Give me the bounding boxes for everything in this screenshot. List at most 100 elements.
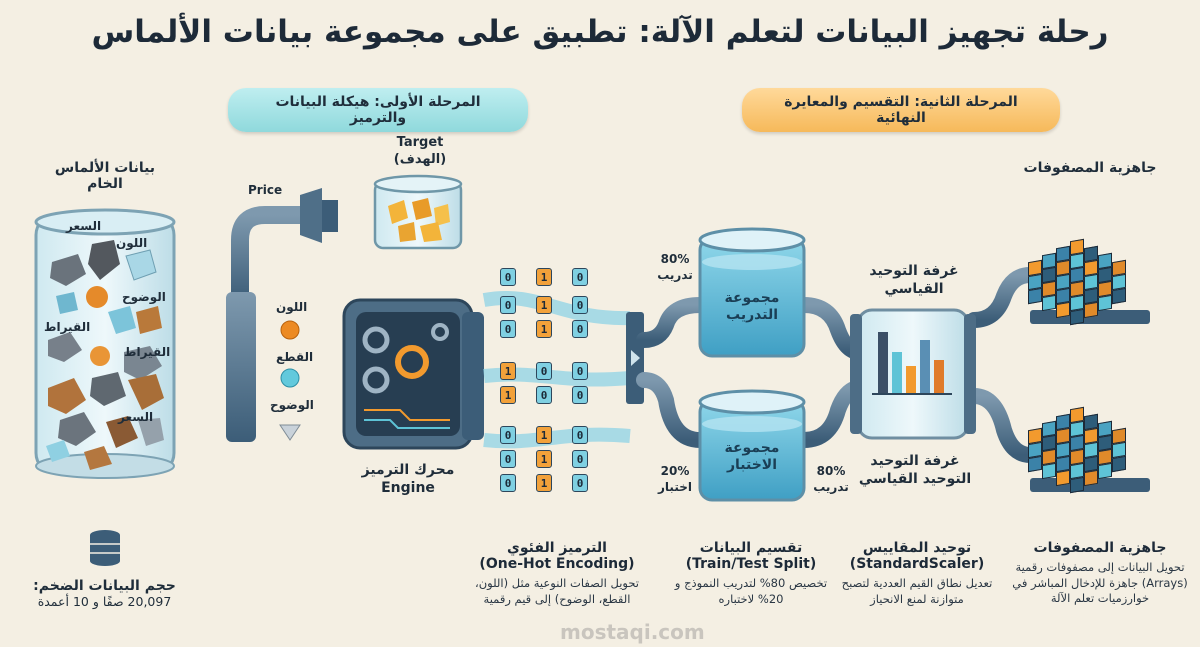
- split-gate: [626, 312, 644, 404]
- bit-cell: 0: [500, 450, 516, 468]
- bit-cell: 1: [536, 450, 552, 468]
- array-cube: [1084, 469, 1098, 487]
- bit-cell: 0: [572, 474, 588, 492]
- bit-cell: 0: [572, 362, 588, 380]
- array-cube: [1070, 308, 1084, 326]
- raw-label-price: السعر: [66, 219, 102, 233]
- bit-cell: 0: [536, 386, 552, 404]
- array-cube: [1028, 427, 1042, 445]
- array-cube: [1084, 287, 1098, 305]
- bit-cell: 0: [572, 320, 588, 338]
- array-cube: [1070, 476, 1084, 494]
- arrays-top-label: جاهزية المصفوفات: [1023, 160, 1157, 176]
- caption-encoding: الترميز الفئوي (One-Hot Encoding) تحويل …: [475, 540, 639, 606]
- array-cube: [1112, 287, 1126, 305]
- bit-cell: 0: [536, 362, 552, 380]
- array-cube: [1042, 294, 1056, 312]
- array-cube: [1084, 441, 1098, 459]
- train-tank: [698, 227, 806, 358]
- array-cube: [1070, 448, 1084, 466]
- bit-cell: 0: [500, 320, 516, 338]
- array-cube: [1098, 266, 1112, 284]
- input-pipes: [165, 206, 349, 430]
- array-cube: [1028, 287, 1042, 305]
- array-cube: [1056, 455, 1070, 473]
- test-tank: [698, 389, 806, 502]
- bit-cell: 0: [500, 474, 516, 492]
- manifold: [226, 292, 256, 442]
- caption-scaler: توحيد المقاييس (StandardScaler) تعديل نط…: [841, 540, 993, 606]
- array-cube: [1098, 448, 1112, 466]
- array-cube: [1028, 259, 1042, 277]
- array-cube: [1070, 462, 1084, 480]
- scaler-chamber: [850, 308, 976, 440]
- bit-cell: 1: [536, 296, 552, 314]
- phase-two-badge: المرحلة الثانية: التقسيم والمعايرة النها…: [742, 88, 1060, 132]
- color-pipe-label: اللون: [276, 300, 308, 314]
- raw-data-title: بيانات الألماس الخام: [54, 160, 156, 192]
- array-cube: [1098, 434, 1112, 452]
- array-cube: [1042, 280, 1056, 298]
- array-cube: [1112, 441, 1126, 459]
- test-split-label: 20% اختبار: [658, 464, 692, 494]
- caption-arrays: جاهزية المصفوفات تحويل البيانات إلى مصفو…: [1012, 540, 1188, 606]
- bit-cell: 1: [536, 320, 552, 338]
- target-bucket: [373, 174, 463, 250]
- array-cube: [1056, 287, 1070, 305]
- bit-cell: 0: [572, 386, 588, 404]
- dataset-size: حجم البيانات الضخم: 20,097 صفًا و 10 أعم…: [33, 578, 176, 609]
- array-cube: [1042, 266, 1056, 284]
- array-cube: [1070, 280, 1084, 298]
- raw-data-cylinder: [34, 208, 176, 479]
- array-cube: [1042, 462, 1056, 480]
- price-label: Price: [248, 183, 283, 197]
- raw-label-price-2: السعر: [118, 410, 154, 424]
- cut-pipe-label: القطع: [276, 350, 314, 364]
- bit-cell: 1: [500, 386, 516, 404]
- array-cube: [1042, 434, 1056, 452]
- raw-label-carat: القيراط: [44, 320, 91, 334]
- watermark: mostaqi.com: [560, 620, 705, 644]
- bit-cell: 1: [536, 474, 552, 492]
- train-split-label: 80% تدريب: [657, 252, 693, 282]
- array-cube: [1098, 462, 1112, 480]
- raw-label-clarity: الوضوح: [122, 290, 166, 304]
- array-cube: [1112, 259, 1126, 277]
- bit-cell: 0: [572, 450, 588, 468]
- array-cube: [1098, 280, 1112, 298]
- array-cube: [1098, 294, 1112, 312]
- test-tank-label: مجموعة الاختبار: [724, 440, 780, 473]
- engine-label: محرك الترميز Engine: [361, 462, 455, 496]
- bit-cell: 1: [536, 426, 552, 444]
- price-funnel: [300, 188, 322, 243]
- array-cube: [1070, 294, 1084, 312]
- array-cube: [1056, 301, 1070, 319]
- bit-cell: 0: [572, 268, 588, 286]
- array-cube: [1056, 441, 1070, 459]
- bit-cell: 0: [500, 296, 516, 314]
- page-title: رحلة تجهيز البيانات لتعلم الآلة: تطبيق ع…: [91, 14, 1109, 50]
- array-cube: [1112, 455, 1126, 473]
- array-cube: [1042, 448, 1056, 466]
- caption-split: تقسيم البيانات (Train/Test Split) تخصيص …: [674, 540, 828, 606]
- clarity-gem-icon: [279, 424, 301, 441]
- clarity-pipe-label: الوضوح: [270, 398, 314, 412]
- raw-label-color: اللون: [116, 236, 148, 250]
- bit-cell: 1: [536, 268, 552, 286]
- array-cube: [1084, 455, 1098, 473]
- database-icon: [90, 530, 120, 566]
- array-cube: [1084, 273, 1098, 291]
- raw-label-carat-2: القيراط: [124, 345, 171, 359]
- bit-cell: 0: [500, 268, 516, 286]
- bit-cell: 1: [500, 362, 516, 380]
- cut-gem-icon: [280, 368, 300, 388]
- encoding-engine: [342, 298, 484, 450]
- bit-cell: 0: [500, 426, 516, 444]
- array-cube: [1084, 301, 1098, 319]
- phase-one-badge: المرحلة الأولى: هيكلة البيانات والترميز: [228, 88, 528, 132]
- array-cube: [1112, 427, 1126, 445]
- array-cube: [1028, 455, 1042, 473]
- train-tank-label: مجموعة التدريب: [724, 290, 780, 323]
